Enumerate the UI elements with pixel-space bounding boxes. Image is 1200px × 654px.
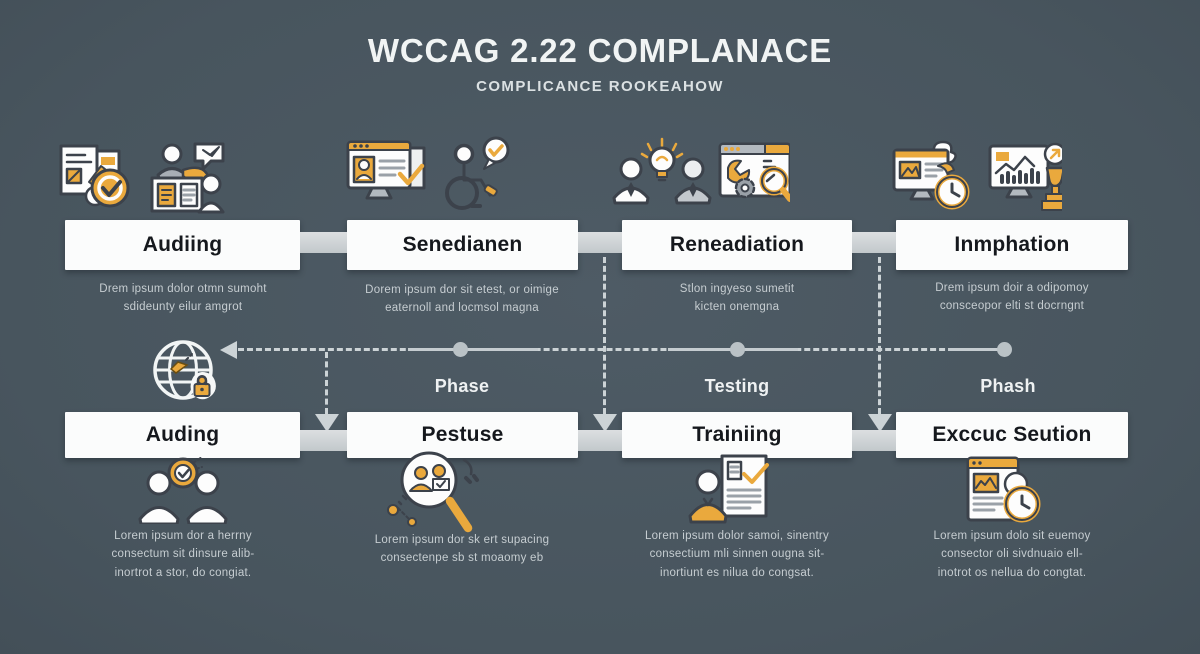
- stage-description: Drem ipsum doir a odipomoy consceopor el…: [935, 282, 1089, 313]
- documents-audit-check-icon person-desk-chat-icon: [59, 142, 225, 214]
- webpage-deadline-clock-icon: [966, 456, 1041, 523]
- stage-description: Lorem ipsum dolor samoi, sinentry consec…: [644, 530, 829, 579]
- stage-description: Lorem ipsum dor sk ert supacing consecte…: [374, 534, 550, 565]
- stage-label: Reneadiation: [669, 233, 805, 256]
- timeline-track-segment: [948, 348, 1006, 351]
- stage-box-pestuse: Pestuse: [347, 412, 578, 458]
- stage-label: Exccuc Seution: [932, 423, 1092, 446]
- timeline-milestone-dot: [730, 342, 745, 357]
- team-lightbulb-idea-icon browser-tools-magnifier-icon: [612, 137, 790, 205]
- stage-box-inmphation: Inmphation: [896, 220, 1128, 270]
- connector-bar: [852, 430, 896, 451]
- stage-box-audiing: Audiing: [65, 220, 300, 270]
- stage-box-auding: Auding: [65, 412, 300, 458]
- team-verified-badge-icon: [138, 456, 228, 524]
- stage-label: Audiing: [142, 233, 223, 256]
- stage-label: Senedianen: [402, 233, 523, 256]
- connector-bar: [578, 232, 622, 253]
- page-title: WCCAG 2.22 COMPLANACE: [367, 32, 833, 69]
- stage-label: Auding: [145, 423, 220, 446]
- milestone-label-testing: Testing: [704, 376, 770, 396]
- stage-label: Pestuse: [421, 423, 504, 446]
- stage-description: Lorem ipsum dolo sit euemoy consector ol…: [933, 530, 1091, 579]
- monitor-image-clock-icon analytics-chart-trophy-icon: [892, 140, 1062, 211]
- timeline-track: [238, 348, 1008, 351]
- stage-box-exccuc-seution: Exccuc Seution: [896, 412, 1128, 458]
- stage-box-senedianen: Senedianen: [347, 220, 578, 270]
- globe-security-lock-icon: [153, 340, 216, 400]
- connector-bar: [300, 430, 347, 451]
- stage-description: Dorem ipsum dor sit etest, or oimige eat…: [365, 284, 559, 315]
- milestone-label-phase: Phase: [434, 376, 490, 396]
- flow-down-arrow-icon: [315, 414, 339, 432]
- magnifier-user-research-icon: [387, 451, 479, 533]
- stage-box-trainiing: Trainiing: [622, 412, 852, 458]
- page-subtitle: COMPLICANCE ROOKEAHOW: [476, 78, 724, 95]
- stage-description: Drem ipsum dolor otmn sumoht sdideunty e…: [99, 283, 267, 314]
- stage-box-reneadiation: Reneadiation: [622, 220, 852, 270]
- monitor-profile-check-icon wheelchair-accessibility-chat-icon: [346, 136, 510, 210]
- connector-bar: [852, 232, 896, 253]
- stage-label: Inmphation: [954, 233, 1070, 256]
- timeline-left-arrow-icon: [220, 341, 237, 359]
- person-checklist-icon: [688, 454, 769, 524]
- connector-bar: [578, 430, 622, 451]
- flow-drop-line: [325, 352, 328, 414]
- timeline-track-segment: [408, 348, 538, 351]
- stage-label: Trainiing: [692, 423, 782, 446]
- stage-description: Lorem ipsum dor a herrny consectum sit d…: [111, 530, 255, 579]
- stage-description: Stlon ingyeso sumetit kicten onemgna: [679, 283, 795, 314]
- flow-down-arrow-icon: [593, 414, 617, 432]
- timeline-milestone-dot: [453, 342, 468, 357]
- flow-drop-line: [603, 257, 606, 414]
- timeline-milestone-dot: [997, 342, 1012, 357]
- connector-bar: [300, 232, 347, 253]
- flow-down-arrow-icon: [868, 414, 892, 432]
- flow-drop-line: [878, 257, 881, 414]
- milestone-label-phash: Phash: [980, 376, 1036, 396]
